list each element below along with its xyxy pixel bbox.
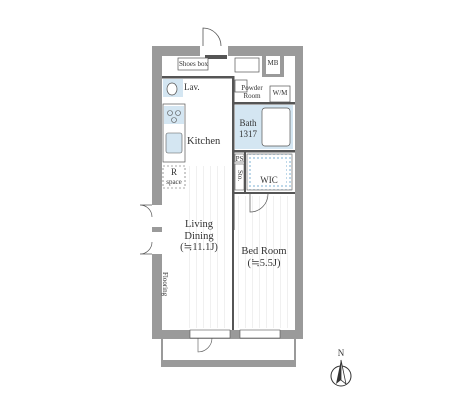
shoes-box-label: Shoes box [179,60,208,68]
bedroom-door [249,193,269,213]
stove-burner [167,110,173,116]
north-label: N [337,348,345,358]
bedroom-label: Bed Room [241,246,287,257]
kitchen-label: Kitchen [187,136,221,147]
wic-label: WIC [260,175,278,185]
entry-door [202,27,222,47]
shoes-box [177,57,209,71]
wm-label: W/M [272,89,288,97]
lav-label: Lav. [184,82,200,92]
living-floor [186,166,231,328]
living-area-label: (≒11.1J) [180,242,218,253]
living-label: Living [185,219,213,230]
ps-shaft [234,153,245,163]
bathtub [261,107,291,147]
bedroom-area-label: (≒5.5J) [247,258,281,269]
storage-area [234,163,245,191]
powder-room-label: Powder Room [241,84,263,101]
mb-label: MB [267,59,279,67]
stove-burner [171,117,177,123]
north-arrow: N [330,348,352,390]
sto-label: Sto. [236,170,244,182]
fridge-space [162,165,186,189]
compass-icon [330,359,352,387]
bath-size-label: 1317 [239,129,257,139]
fridge-label: R [170,167,177,177]
ps-label: PS [235,155,244,163]
toilet [166,82,178,96]
fridge-sub-label: space [166,178,182,186]
stove-burner [175,110,181,116]
bedroom-floor [235,196,293,328]
washing-machine [269,85,291,103]
dining-label: Dining [184,231,214,242]
kitchen-sink [165,132,183,154]
flooring-label: Flooring [161,272,169,297]
bath-label: Bath [239,118,257,128]
